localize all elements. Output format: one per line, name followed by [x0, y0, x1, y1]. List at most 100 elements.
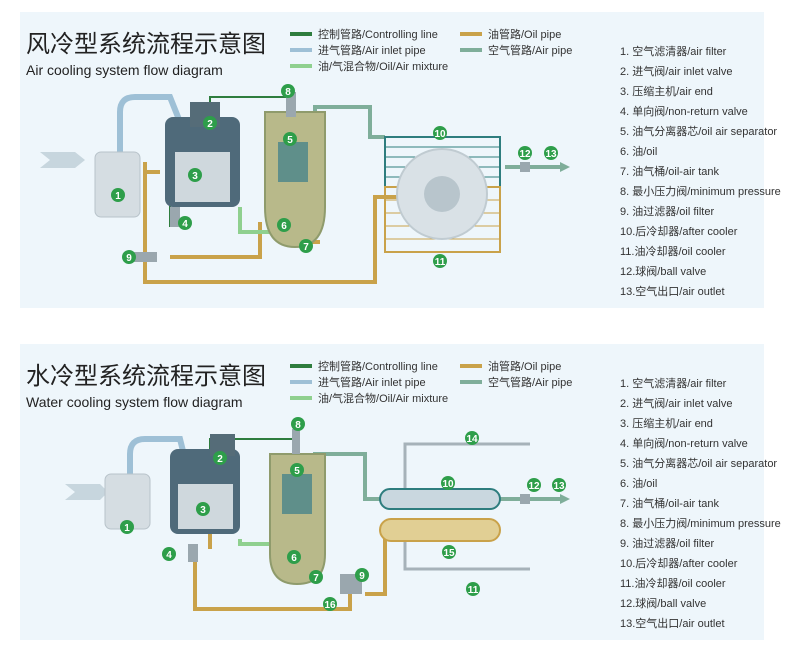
oil-filter-shape [132, 252, 157, 262]
svg-text:3: 3 [192, 171, 198, 182]
inlet-swatch [290, 380, 312, 384]
separator-shape [282, 474, 312, 514]
air-title-en: Air cooling system flow diagram [26, 62, 223, 78]
badge-11: 11 [466, 582, 480, 596]
air-cooling-panel: 风冷型系统流程示意图 Air cooling system flow diagr… [20, 12, 781, 308]
legend-mix: 油/气混合物/Oil/Air mixture [290, 58, 448, 74]
parts-item: 2. 进气阀/air inlet valve [620, 66, 733, 78]
legend-inlet: 进气管路/Air inlet pipe [290, 374, 426, 390]
parts-item: 12.球阀/ball valve [620, 598, 707, 610]
parts-item: 1. 空气滤清器/air filter [620, 378, 727, 390]
parts-item: 8. 最小压力阀/minimum pressure [620, 518, 781, 530]
svg-text:10: 10 [434, 129, 446, 140]
legend-air-label: 空气管路/Air pipe [488, 377, 573, 389]
outlet-arrow [560, 494, 570, 504]
badge-1: 1 [111, 188, 125, 202]
badge-13: 13 [544, 146, 558, 160]
badge-7: 7 [309, 570, 323, 584]
air-badges: 1 2 3 4 5 6 7 8 9 10 11 12 13 [111, 84, 558, 268]
separator-shape [278, 142, 308, 182]
svg-text:3: 3 [200, 505, 206, 516]
svg-text:7: 7 [303, 242, 309, 253]
outlet-arrow [560, 162, 570, 172]
svg-text:10: 10 [442, 479, 454, 490]
svg-text:13: 13 [553, 481, 565, 492]
badge-6: 6 [287, 550, 301, 564]
water-title-en: Water cooling system flow diagram [26, 394, 243, 410]
parts-item: 4. 单向阀/non-return valve [620, 438, 748, 450]
badge-6: 6 [277, 218, 291, 232]
control-swatch [290, 32, 312, 36]
svg-text:8: 8 [285, 87, 291, 98]
air-legend: 控制管路/Controlling line 油管路/Oil pipe 进气管路/… [290, 22, 620, 82]
badge-3: 3 [188, 168, 202, 182]
badge-1: 1 [120, 520, 134, 534]
air-swatch [460, 48, 482, 52]
air-filter-shape [94, 151, 141, 218]
mix-swatch [290, 396, 312, 400]
svg-text:9: 9 [359, 571, 365, 582]
parts-item: 9. 油过滤器/oil filter [620, 538, 715, 550]
parts-item: 11.油冷却器/oil cooler [620, 578, 726, 590]
badge-5: 5 [290, 463, 304, 477]
legend-mix-label: 油/气混合物/Oil/Air mixture [318, 61, 449, 73]
legend-control: 控制管路/Controlling line [290, 358, 438, 374]
svg-text:5: 5 [294, 466, 300, 477]
inlet-pipe [127, 436, 188, 494]
parts-item: 7. 油气桶/oil-air tank [620, 498, 720, 510]
badge-2: 2 [203, 116, 217, 130]
badge-9: 9 [355, 568, 369, 582]
parts-item: 13.空气出口/air outlet [620, 618, 725, 630]
legend-inlet-label: 进气管路/Air inlet pipe [318, 45, 426, 57]
parts-item: 12.球阀/ball valve [620, 266, 707, 278]
intake-arrows [65, 484, 108, 500]
legend-mix: 油/气混合物/Oil/Air mixture [290, 390, 448, 406]
parts-item: 4. 单向阀/non-return valve [620, 106, 748, 118]
parts-item: 3. 压缩主机/air end [620, 86, 713, 98]
badge-9: 9 [122, 250, 136, 264]
mixture-pipes [238, 539, 270, 546]
intake-arrows [40, 152, 85, 168]
legend-air: 空气管路/Air pipe [460, 374, 572, 390]
svg-text:1: 1 [124, 523, 130, 534]
svg-text:6: 6 [281, 221, 287, 232]
legend-oil: 油管路/Oil pipe [460, 26, 561, 42]
svg-text:5: 5 [287, 135, 293, 146]
oil-swatch [460, 364, 482, 368]
parts-item: 1. 空气滤清器/air filter [620, 46, 727, 58]
air-swatch [460, 380, 482, 384]
parts-item: 2. 进气阀/air inlet valve [620, 398, 733, 410]
water-lines [403, 442, 530, 571]
water-parts-list: 1. 空气滤清器/air filter 2. 进气阀/air inlet val… [620, 374, 781, 634]
badge-10: 10 [433, 126, 447, 140]
air-cooling-diagram [40, 92, 570, 284]
svg-text:11: 11 [468, 585, 479, 596]
inlet-pipe [117, 94, 183, 162]
parts-item: 7. 油气桶/oil-air tank [620, 166, 720, 178]
parts-item: 10.后冷却器/after cooler [620, 226, 738, 238]
water-cooling-panel: 水冷型系统流程示意图 Water cooling system flow dia… [20, 344, 781, 640]
svg-text:13: 13 [545, 149, 557, 160]
legend-control-label: 控制管路/Controlling line [318, 361, 438, 373]
control-swatch [290, 364, 312, 368]
legend-inlet-label: 进气管路/Air inlet pipe [318, 377, 426, 389]
svg-text:1: 1 [115, 191, 121, 202]
mix-swatch [290, 64, 312, 68]
parts-item: 3. 压缩主机/air end [620, 418, 713, 430]
badge-16: 16 [323, 597, 337, 611]
svg-text:15: 15 [443, 548, 455, 559]
check-valve-shape [170, 207, 180, 227]
parts-item: 10.后冷却器/after cooler [620, 558, 738, 570]
badge-7: 7 [299, 239, 313, 253]
svg-text:4: 4 [182, 219, 188, 230]
badge-2: 2 [213, 451, 227, 465]
parts-item: 6. 油/oil [620, 146, 658, 158]
ball-valve-shape [520, 162, 530, 172]
badge-4: 4 [178, 216, 192, 230]
svg-text:4: 4 [166, 550, 172, 561]
oil-cooler-shape [379, 518, 501, 542]
air-title-cn: 风冷型系统流程示意图 [26, 30, 266, 58]
inlet-valve-shape [210, 434, 235, 456]
legend-air: 空气管路/Air pipe [460, 42, 572, 58]
check-valve-shape [188, 544, 198, 562]
